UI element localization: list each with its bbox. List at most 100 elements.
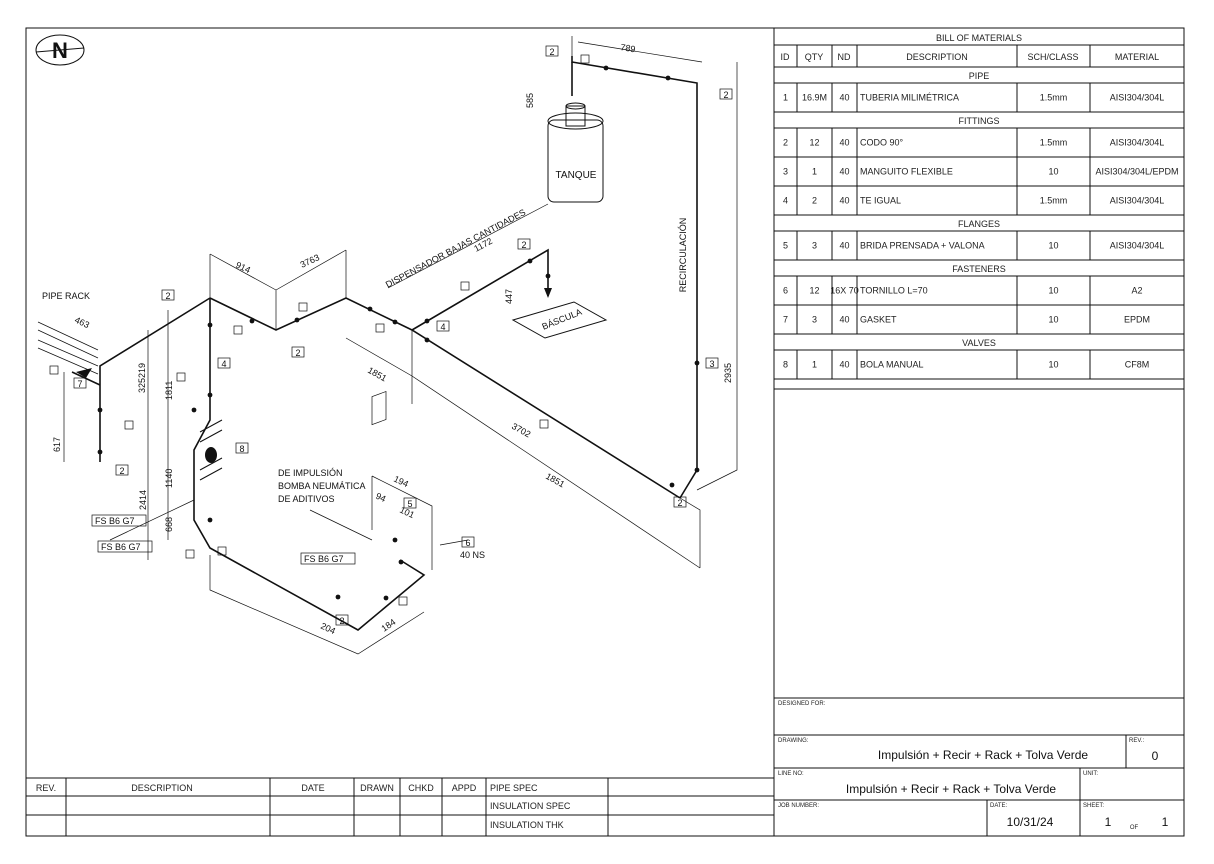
callout-2e: 2	[295, 348, 300, 358]
callout-2b: 2	[723, 90, 728, 100]
dim-94: 94	[374, 491, 387, 504]
callout-7: 7	[77, 379, 82, 389]
of-label: OF	[1130, 825, 1139, 831]
bom-cell: 40	[839, 138, 849, 148]
dim-2935: 2935	[723, 363, 733, 383]
pipe-spec-label: PIPE SPEC	[490, 783, 538, 793]
ball-valve	[205, 447, 217, 463]
dim-3763: 3763	[299, 252, 321, 270]
date-value: 10/31/24	[1007, 815, 1054, 829]
unit-label: UNIT:	[1083, 771, 1098, 777]
bom-header-material: MATERIAL	[1115, 52, 1159, 62]
sheet-label: SHEET:	[1083, 803, 1104, 809]
callout-8: 8	[239, 444, 244, 454]
bom-cell: 12	[809, 138, 819, 148]
rev-header-rev: REV.	[36, 783, 56, 793]
bom-cell: 40	[839, 196, 849, 206]
revision-block: REV. DESCRIPTION DATE DRAWN CHKD APPD PI…	[26, 777, 774, 836]
tank: TANQUE	[547, 102, 604, 203]
callouts: 2 2 2 2 2 2 2 2 3 4 4 8 5 6 7	[73, 45, 733, 626]
piping-isometric: TANQUE BÁSCULA	[37, 36, 738, 655]
bom-cell: 1	[783, 93, 788, 103]
line-no-value: Impulsión + Recir + Rack + Tolva Verde	[846, 782, 1057, 796]
dim-668: 668	[164, 517, 174, 532]
bom-cell: 2	[812, 196, 817, 206]
rev-header-appd: APPD	[452, 783, 477, 793]
bom-cell: 40	[839, 167, 849, 177]
dim-1140: 1140	[164, 469, 174, 488]
bom-cell: 40	[839, 315, 849, 325]
rev-header-date: DATE	[301, 783, 324, 793]
dimension-labels: 789 585 2935 1172 447 914 3763 1851 3702…	[52, 42, 733, 636]
bom-cell: BOLA MANUAL	[860, 360, 924, 370]
ns-40-label: 40 NS	[460, 550, 485, 560]
bom-section-pipe: PIPE	[969, 71, 990, 81]
bom-cell: MANGUITO FLEXIBLE	[860, 167, 953, 177]
spec-tag-2: FS B6 G7	[101, 542, 141, 552]
rev-header-drawn: DRAWN	[360, 783, 394, 793]
dispenser-label: DISPENSADOR BAJAS CANTIDADES	[384, 207, 527, 290]
bom-cell: 4	[783, 196, 788, 206]
bom-cell: 10	[1048, 241, 1058, 251]
bom-cell: BRIDA PRENSADA + VALONA	[860, 241, 985, 251]
bom-cell: A2	[1131, 286, 1142, 296]
bom-cell: 16X 70	[830, 286, 859, 296]
bom-cell: GASKET	[860, 315, 897, 325]
callout-4a: 4	[440, 322, 445, 332]
dim-2414: 2414	[138, 490, 148, 510]
sheet-value: 1	[1105, 815, 1112, 829]
bom-cell: TE IGUAL	[860, 196, 901, 206]
bom-header-id: ID	[781, 52, 791, 62]
spec-tags: FS B6 G7 FS B6 G7 FS B6 G7	[91, 514, 356, 565]
bom-cell: 12	[809, 286, 819, 296]
bom-cell: 10	[1048, 360, 1058, 370]
scale-platform: BÁSCULA	[511, 301, 608, 339]
job-number-label: JOB NUMBER:	[778, 803, 819, 809]
dim-184: 184	[379, 617, 397, 634]
bill-of-materials: BILL OF MATERIALS ID QTY ND DESCRIPTION …	[774, 33, 1184, 68]
dim-3702: 3702	[510, 421, 532, 439]
designed-for-label: DESIGNED FOR:	[778, 701, 826, 707]
dim-204: 204	[319, 621, 337, 636]
bom-cell: 3	[812, 315, 817, 325]
spec-tag-1: FS B6 G7	[95, 516, 135, 526]
dim-463: 463	[73, 315, 91, 330]
dim-585: 585	[525, 93, 535, 108]
bom-cell: 3	[783, 167, 788, 177]
rev-value: 0	[1152, 749, 1159, 763]
bom-title: BILL OF MATERIALS	[936, 33, 1022, 43]
bom-cell: 40	[839, 241, 849, 251]
impulsion-label-1: DE IMPULSIÓN	[278, 468, 343, 478]
rev-label: REV.:	[1129, 738, 1144, 744]
bom-cell: CODO 90°	[860, 138, 904, 148]
bom-cell: 5	[783, 241, 788, 251]
bom-cell: 2	[783, 138, 788, 148]
bom-cell: AISI304/304L	[1110, 241, 1165, 251]
bom-header-nd: ND	[838, 52, 851, 62]
callout-2g: 2	[677, 498, 682, 508]
north-arrow: N	[35, 34, 85, 66]
bom-cell: TUBERIA MILIMÉTRICA	[860, 93, 959, 103]
callout-2a: 2	[549, 47, 554, 57]
dim-617: 617	[52, 437, 62, 452]
callout-2f: 2	[119, 466, 124, 476]
bom-section-fittings: FITTINGS	[959, 116, 1000, 126]
rev-header-description: DESCRIPTION	[131, 783, 193, 793]
dim-447: 447	[504, 289, 514, 304]
callout-3: 3	[709, 359, 714, 369]
dim-1851-b: 1851	[544, 471, 566, 489]
north-label: N	[52, 38, 68, 63]
line-no-label: LINE NO:	[778, 771, 804, 777]
bom-cell: EPDM	[1124, 315, 1150, 325]
bom-header-sch: SCH/CLASS	[1027, 52, 1078, 62]
bom-cell: 1.5mm	[1040, 138, 1068, 148]
pipe-rack-label: PIPE RACK	[42, 291, 90, 301]
bom-cell: 1	[812, 167, 817, 177]
bom-cell: TORNILLO L=70	[860, 286, 928, 296]
dim-194: 194	[392, 474, 410, 489]
insulation-thk-label: INSULATION THK	[490, 820, 564, 830]
bom-cell: 40	[839, 93, 849, 103]
bom-cell: 1.5mm	[1040, 196, 1068, 206]
